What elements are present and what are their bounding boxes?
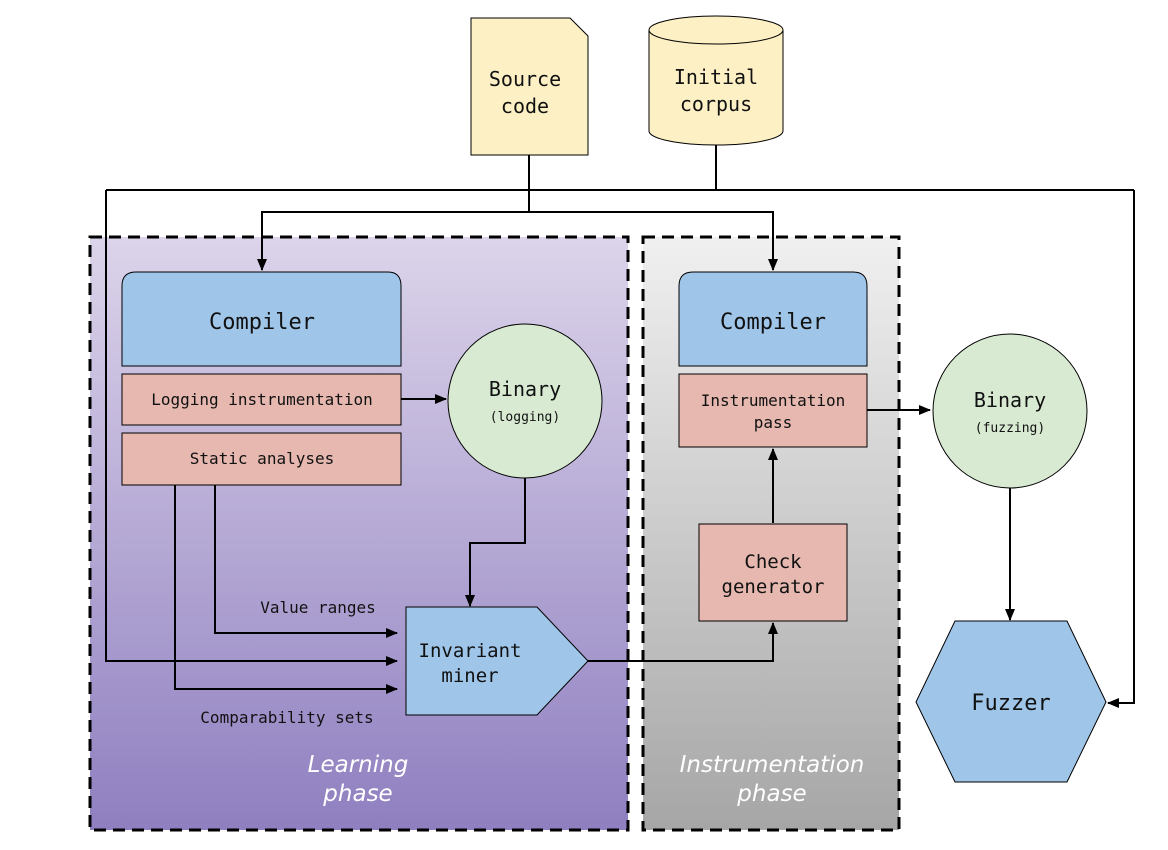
static-analyses-box (121, 432, 402, 486)
binary-logging-title: Binary (489, 377, 561, 401)
edge-source-to-instr-compiler (529, 211, 778, 271)
learning-phase-title-2: phase (322, 781, 392, 807)
initial-corpus-label-1: Initial (674, 65, 758, 89)
static-analyses-node: Static analyses (121, 432, 402, 486)
instrumentation-pass-label-2: pass (754, 413, 793, 432)
logging-instrumentation-node: Logging instrumentation (121, 373, 402, 426)
edge-binary-to-miner (465, 478, 526, 607)
instrumentation-pass-node: Instrumentation pass (678, 373, 868, 448)
edge-comparability-sets (174, 485, 398, 694)
instr-compiler-node: Compiler (678, 271, 868, 367)
invariant-miner-shape (405, 606, 589, 716)
logging-instrumentation-box (121, 373, 402, 426)
check-generator-box (698, 523, 848, 622)
cylinder-body (648, 30, 784, 146)
check-generator-label-2: generator (722, 576, 825, 598)
edge-corpus-to-fuzzer (1107, 190, 1135, 708)
logging-instrumentation-label: Logging instrumentation (151, 390, 373, 409)
learning-compiler-node: Compiler (121, 271, 402, 367)
binary-fuzzing-subtitle: (fuzzing) (975, 421, 1045, 436)
instrumentation-pass-box (678, 373, 868, 448)
instr-compiler-label: Compiler (720, 310, 826, 335)
edge-miner-to-checkgen (588, 622, 778, 662)
instr-phase-title-1: Instrumentation (680, 752, 865, 778)
check-generator-node: Check generator (698, 523, 848, 622)
static-analyses-label: Static analyses (190, 449, 335, 468)
invariant-miner-label-2: miner (441, 665, 498, 687)
binary-logging-node: Binary (logging) (447, 323, 603, 479)
fuzzer-node: Fuzzer (915, 620, 1107, 783)
invariant-miner-label-1: Invariant (419, 640, 522, 662)
source-code-label-1: Source (489, 67, 561, 91)
edge-source-to-learning-compiler (257, 211, 529, 271)
fuzzer-hexagon (915, 620, 1107, 783)
cylinder-top (648, 15, 784, 45)
binary-fuzzing-title: Binary (974, 388, 1046, 412)
document-shape (470, 17, 589, 156)
learning-compiler-label: Compiler (209, 310, 315, 335)
instr-phase-title-2: phase (736, 781, 806, 807)
compiler-shape (121, 271, 402, 367)
edges (105, 145, 1135, 708)
binary-fuzzing-circle (932, 333, 1088, 489)
edge-corpus-to-miner (105, 190, 398, 666)
fuzzer-label: Fuzzer (971, 691, 1050, 716)
instrumentation-pass-label-1: Instrumentation (701, 391, 846, 410)
source-code-label-2: code (501, 94, 549, 118)
source-code-node: Source code (470, 17, 589, 156)
initial-corpus-label-2: corpus (680, 92, 752, 116)
learning-phase-title-1: Learning (308, 752, 409, 778)
instr-compiler-shape (678, 271, 868, 367)
check-generator-label-1: Check (744, 551, 802, 573)
binary-logging-circle (447, 323, 603, 479)
binary-logging-subtitle: (logging) (490, 410, 560, 425)
comparability-sets-label: Comparability sets (200, 708, 373, 727)
initial-corpus-node: Initial corpus (648, 15, 784, 146)
binary-fuzzing-node: Binary (fuzzing) (932, 333, 1088, 489)
value-ranges-label: Value ranges (260, 598, 376, 617)
edge-value-ranges (214, 485, 398, 638)
invariant-miner-node: Invariant miner (405, 606, 589, 716)
